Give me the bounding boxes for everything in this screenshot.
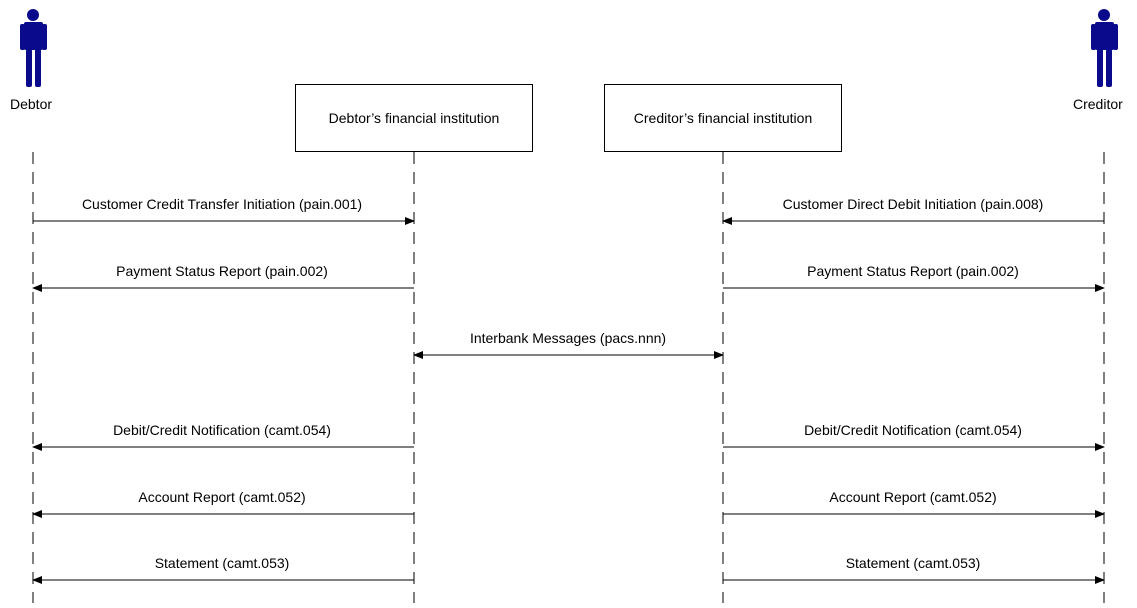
msg-psr-right-label: Payment Status Report (pain.002): [807, 263, 1019, 279]
msg-ar-right-label: Account Report (camt.052): [829, 489, 997, 505]
debtor-fi-box: Debtor’s financial institution: [295, 84, 533, 152]
msg-interbank-label: Interbank Messages (pacs.nnn): [469, 330, 667, 346]
debtor-label: Debtor: [10, 96, 53, 112]
msg-dcn-left-label: Debit/Credit Notification (camt.054): [113, 422, 331, 438]
msg-psr-left-label: Payment Status Report (pain.002): [116, 263, 328, 279]
msg-ccti-label: Customer Credit Transfer Initiation (pai…: [81, 196, 363, 212]
msg-ar-left-label: Account Report (camt.052): [138, 489, 306, 505]
msg-st-right-label: Statement (camt.053): [845, 555, 981, 571]
creditor-label: Creditor: [1073, 96, 1123, 112]
creditor-person-icon: [1091, 9, 1118, 87]
debtor-fi-label: Debtor’s financial institution: [328, 110, 500, 126]
msg-dcn-right-label: Debit/Credit Notification (camt.054): [804, 422, 1022, 438]
creditor-fi-label: Creditor’s financial institution: [633, 110, 813, 126]
debtor-person-icon: [20, 9, 47, 87]
msg-cddi-label: Customer Direct Debit Initiation (pain.0…: [782, 196, 1044, 212]
creditor-fi-box: Creditor’s financial institution: [604, 84, 842, 152]
msg-st-left-label: Statement (camt.053): [154, 555, 290, 571]
